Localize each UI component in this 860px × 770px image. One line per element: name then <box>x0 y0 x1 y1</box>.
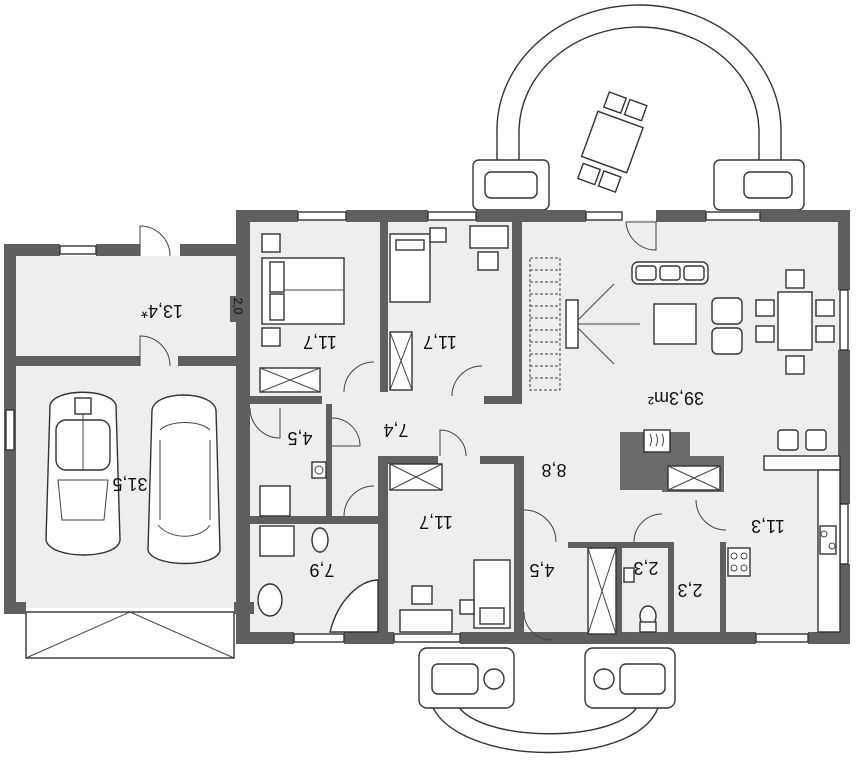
desk-icon <box>469 225 509 271</box>
area-bedroom-1: 11,7 <box>303 332 337 352</box>
area-bedroom-3: 11,7 <box>419 512 453 532</box>
bathroom-fixtures <box>257 525 379 633</box>
single-bed-icon <box>389 227 447 303</box>
area-storage: 13,4* <box>141 301 183 321</box>
interior-walls <box>230 222 726 636</box>
tv-unit-icon <box>565 283 640 365</box>
area-bedroom-2: 11,7 <box>423 332 457 352</box>
vestibule-wardrobe-icon <box>587 547 617 635</box>
area-hall: 7,4 <box>383 420 408 440</box>
double-bed-icon <box>261 233 345 347</box>
wc-fixtures <box>623 567 657 633</box>
south-terrace <box>418 647 676 754</box>
wardrobe-2-icon <box>389 331 413 391</box>
car-left-icon <box>45 391 121 556</box>
wardrobe-1-icon <box>259 367 321 393</box>
sofa-icon <box>631 261 743 355</box>
area-wc: 2,3 <box>633 558 658 578</box>
bedroom-3-furniture <box>389 463 511 633</box>
fireplace-icon <box>620 429 724 492</box>
garage-apron <box>25 611 235 659</box>
room-labels: 13,4* 2,0 31,5 11,7 11,7 4,5 7,4 7,9 11,… <box>112 298 784 600</box>
area-vestibule: 4,5 <box>529 560 554 580</box>
north-terrace <box>472 4 805 211</box>
windows <box>5 211 849 643</box>
area-living-room: 39,3m² <box>648 388 704 408</box>
doors <box>139 221 727 641</box>
area-wardrobe: 4,5 <box>287 428 312 448</box>
area-bathroom: 7,9 <box>309 560 334 580</box>
area-pantry: 2,3 <box>677 580 702 600</box>
terrace-table-icon <box>576 91 648 194</box>
area-garage: 31,5 <box>112 474 147 494</box>
kitchen-counter-icon <box>727 429 841 633</box>
area-boiler: 2,0 <box>231 298 245 315</box>
wardrobe-room-fixtures <box>259 461 327 517</box>
car-right-icon <box>147 394 221 565</box>
area-corridor: 8,8 <box>541 460 566 480</box>
dining-table-icon <box>755 269 835 375</box>
stairs-icon <box>529 257 561 391</box>
area-kitchen: 11,3 <box>751 516 785 536</box>
